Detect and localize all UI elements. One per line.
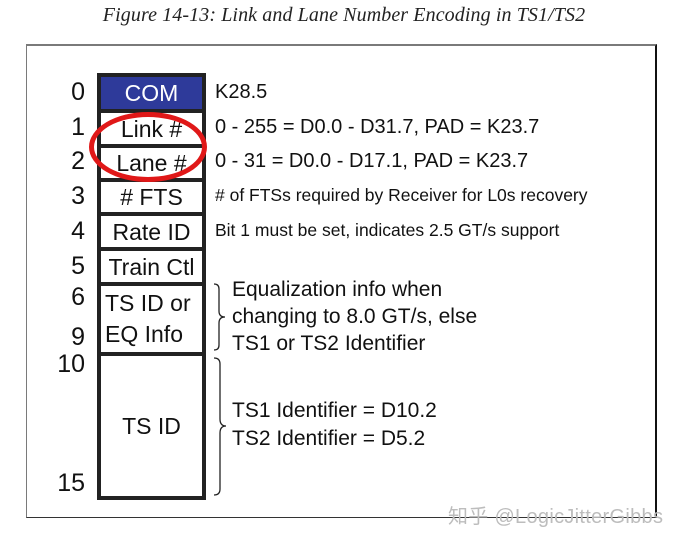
symbol-fts: # FTS <box>101 178 202 212</box>
symbol-train-ctl-label: Train Ctl <box>108 253 195 280</box>
symbol-fts-label: # FTS <box>120 184 183 210</box>
symbol-index-15: 15 <box>57 469 85 497</box>
symbol-com: COM <box>101 77 202 109</box>
symbol-ts-id-or-eq-info-line1: TS ID or <box>105 290 191 316</box>
description-link-number: 0 - 255 = D0.0 - D31.7, PAD = K23.7 <box>215 116 540 138</box>
description-com: K28.5 <box>215 81 268 103</box>
brace-symbols-10-15-icon <box>213 357 227 496</box>
symbol-index-4: 4 <box>71 217 85 245</box>
symbol-ts-id-label: TS ID <box>122 413 181 439</box>
description-eq-info-line3: TS1 or TS2 Identifier <box>232 332 426 355</box>
description-lane-number: 0 - 31 = D0.0 - D17.1, PAD = K23.7 <box>215 150 529 172</box>
description-fts: # of FTSs required by Receiver for L0s r… <box>215 185 588 205</box>
symbol-ts-id-or-eq-info-line2: EQ Info <box>105 321 183 347</box>
description-eq-info-line1: Equalization info when <box>232 278 443 301</box>
symbol-index-3: 3 <box>71 182 85 210</box>
symbol-index-9: 9 <box>71 323 85 351</box>
symbol-ts-id: TS ID <box>101 352 202 496</box>
symbol-index-2: 2 <box>71 147 85 175</box>
highlight-ellipse <box>89 112 207 182</box>
symbol-index-5: 5 <box>71 252 85 280</box>
figure-caption: Figure 14-13: Link and Lane Number Encod… <box>102 4 586 26</box>
watermark: 知乎 @LogicJitterGibbs <box>448 506 664 528</box>
symbol-com-label: COM <box>124 80 179 106</box>
description-ts2-identifier: TS2 Identifier = D5.2 <box>232 427 426 450</box>
symbol-index-6: 6 <box>71 283 85 311</box>
symbol-rate-id-label: Rate ID <box>112 218 191 245</box>
symbol-index-1: 1 <box>71 113 85 141</box>
description-rate-id: Bit 1 must be set, indicates 2.5 GT/s su… <box>215 220 560 240</box>
description-eq-info-line2: changing to 8.0 GT/s, else <box>232 305 478 328</box>
symbol-train-ctl: Train Ctl <box>101 247 202 282</box>
brace-symbols-6-9-icon <box>213 283 226 351</box>
description-ts1-identifier: TS1 Identifier = D10.2 <box>232 399 437 422</box>
symbol-index-10: 10 <box>57 350 85 378</box>
symbol-index-0: 0 <box>71 78 85 106</box>
symbol-ts-id-or-eq-info: TS ID or EQ Info <box>101 282 202 352</box>
symbol-rate-id: Rate ID <box>101 212 202 247</box>
figure-frame <box>26 44 657 518</box>
